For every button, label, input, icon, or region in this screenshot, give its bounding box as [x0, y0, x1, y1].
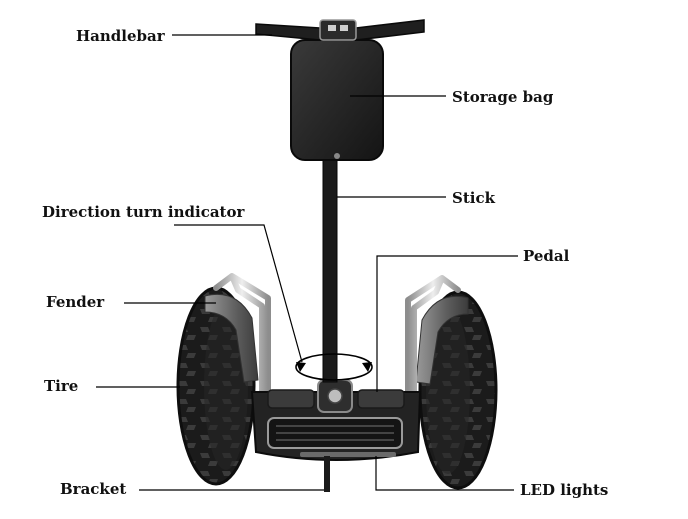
bracket: [324, 456, 330, 492]
label-led-lights: LED lights: [520, 481, 609, 499]
label-fender: Fender: [46, 293, 105, 311]
center-hub: [317, 379, 353, 413]
guard-rail-right: [405, 275, 461, 397]
label-direction-turn-indicator: Direction turn indicator: [42, 203, 245, 221]
label-handlebar: Handlebar: [76, 27, 165, 45]
tire-right: [418, 290, 498, 490]
stick: [322, 159, 338, 383]
handlebar: [255, 19, 425, 41]
guard-rail-left: [213, 273, 271, 395]
fender-right: [415, 295, 469, 385]
tire-left: [176, 286, 256, 486]
bag-clasp: [334, 153, 340, 159]
label-bracket: Bracket: [60, 480, 127, 498]
leader-lines: [96, 34, 518, 491]
base-body: [250, 391, 422, 461]
fender-left: [204, 293, 259, 383]
pedal-right: [357, 389, 405, 409]
label-pedal: Pedal: [523, 247, 570, 265]
storage-bag: [290, 39, 384, 161]
direction-turn-indicator: [295, 353, 373, 381]
label-stick: Stick: [452, 189, 495, 207]
label-tire: Tire: [44, 377, 79, 395]
label-storage-bag: Storage bag: [452, 88, 554, 106]
pedal-left: [267, 389, 315, 409]
